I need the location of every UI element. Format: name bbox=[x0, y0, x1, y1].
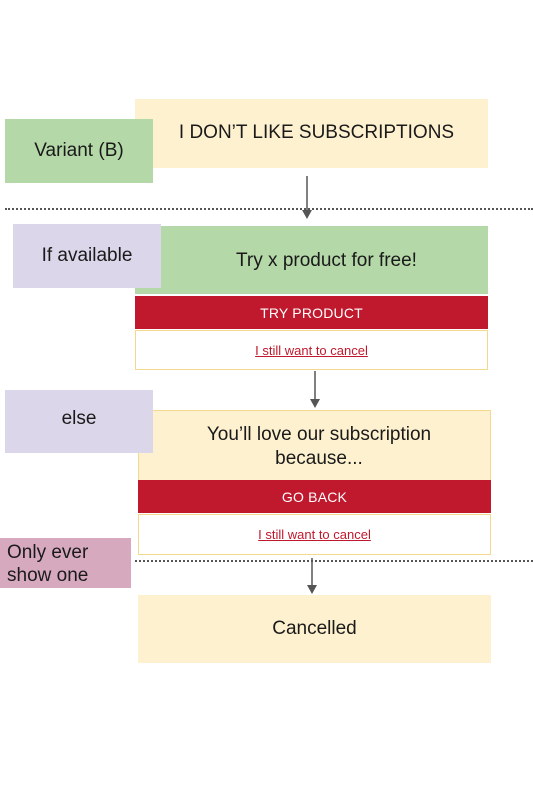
go-back-button[interactable]: GO BACK bbox=[138, 480, 491, 513]
try-product-button[interactable]: TRY PRODUCT bbox=[135, 296, 488, 329]
love-card-cancel-link[interactable]: I still want to cancel bbox=[258, 527, 371, 542]
try-product-button-label: TRY PRODUCT bbox=[260, 304, 363, 321]
try-card-cancel-row: I still want to cancel bbox=[135, 330, 488, 370]
only-one-tag-label: Only ever show one bbox=[7, 542, 89, 586]
go-back-button-label: GO BACK bbox=[281, 488, 348, 505]
variant-tag-label: Variant (B) bbox=[34, 140, 124, 161]
variant-tag: Variant (B) bbox=[5, 119, 153, 183]
only-one-tag: Only ever show one bbox=[0, 538, 131, 588]
else-tag-label: else bbox=[61, 407, 97, 429]
if-available-label: If available bbox=[41, 245, 133, 266]
try-card-cancel-link[interactable]: I still want to cancel bbox=[255, 342, 368, 358]
flow-arrow-start-to-try bbox=[302, 176, 312, 219]
start-box: I DON’T LIKE SUBSCRIPTIONS bbox=[135, 99, 488, 168]
start-box-label: I DON’T LIKE SUBSCRIPTIONS bbox=[178, 122, 455, 143]
divider-bottom bbox=[135, 560, 533, 562]
flow-arrow-try-to-love bbox=[310, 371, 320, 408]
cancelled-box-label: Cancelled bbox=[272, 618, 357, 639]
love-card-cancel-row: I still want to cancel bbox=[138, 514, 491, 555]
else-tag: else bbox=[5, 390, 153, 453]
flow-arrow-love-to-cancelled bbox=[307, 558, 317, 594]
love-card-title: You’ll love our subscription because... bbox=[206, 424, 432, 469]
if-available-tag: If available bbox=[13, 224, 161, 288]
try-card-header: Try x product for free! bbox=[135, 226, 488, 294]
love-card-header: You’ll love our subscription because... bbox=[138, 410, 491, 480]
try-card-title: Try x product for free! bbox=[236, 250, 417, 271]
divider-top bbox=[5, 208, 533, 210]
cancelled-box: Cancelled bbox=[138, 595, 491, 663]
